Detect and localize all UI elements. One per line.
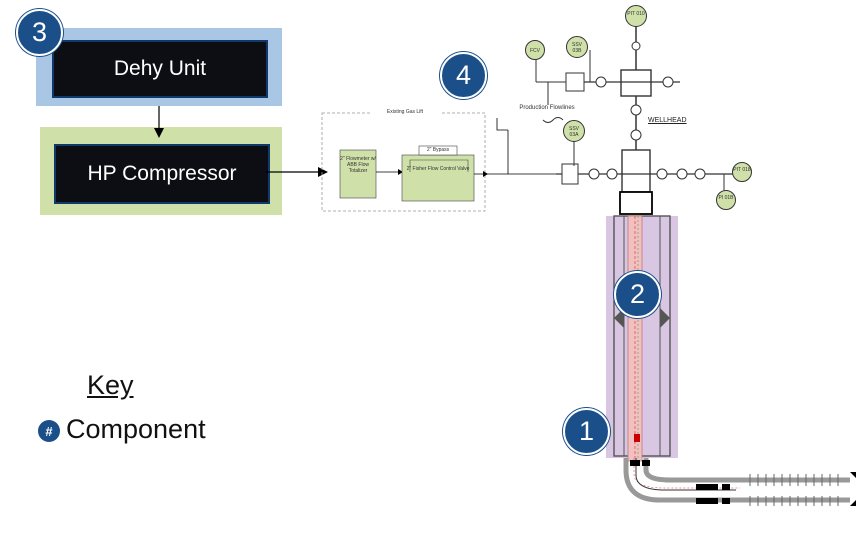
component-badge-1: 1 xyxy=(563,408,610,455)
wellhead-upper-cross xyxy=(620,69,652,97)
hp-compressor-label: HP Compressor xyxy=(87,162,237,185)
badge-number: 3 xyxy=(31,17,48,47)
lateral-tool-4 xyxy=(722,498,730,504)
key-marker-symbol: # xyxy=(45,423,53,439)
lower-valve-5 xyxy=(694,168,706,180)
downhole-tool-1 xyxy=(630,460,640,466)
upper-valve-2 xyxy=(662,76,674,88)
lateral-tool-2 xyxy=(696,498,718,504)
pi01b-label: PI 01B xyxy=(718,195,734,201)
wellhead-lower-cross xyxy=(621,149,651,193)
ssv03a-label: SSV 03A xyxy=(568,126,579,138)
pit010-label: PIT 010 xyxy=(627,11,645,17)
lateral-tool-1 xyxy=(696,484,718,490)
lateral-tool-3 xyxy=(722,484,730,490)
lateral-tubing xyxy=(635,458,736,491)
check-valve-symbol xyxy=(496,118,508,131)
gas-lift-title: Existing Gas Lift xyxy=(370,109,440,115)
lower-valve-2 xyxy=(606,168,618,180)
injection-arrowhead xyxy=(483,171,488,177)
pit018-label: PIT 018 xyxy=(733,167,751,173)
riser-valve-3 xyxy=(630,129,642,141)
lateral-guide-red xyxy=(633,458,740,489)
lateral-end-top xyxy=(850,472,856,478)
dehy-unit-box[interactable]: Dehy Unit xyxy=(52,40,268,98)
fisher-valve-box xyxy=(401,154,475,202)
bypass-line xyxy=(409,159,469,172)
ssv03a-instrument[interactable]: SSV 03A xyxy=(563,120,585,142)
pit010-instrument[interactable]: PIT 010 xyxy=(625,5,647,27)
upper-valve-1 xyxy=(595,76,607,88)
badge-number: 2 xyxy=(629,279,646,309)
hp-compressor-box[interactable]: HP Compressor xyxy=(54,144,270,204)
pit018-instrument[interactable]: PIT 018 xyxy=(732,162,752,182)
riser-valve-2 xyxy=(630,104,642,116)
bypass-label: 2" Bypass xyxy=(426,147,450,153)
lower-valve-1 xyxy=(588,168,600,180)
flowmeter-to-valve-arrowhead xyxy=(398,169,403,175)
key-component-label: Component xyxy=(66,414,206,444)
lower-valve-3 xyxy=(656,168,668,180)
dehy-unit-label: Dehy Unit xyxy=(113,57,207,80)
packer xyxy=(634,434,640,442)
production-flowlines-label: Production Flowlines xyxy=(519,105,575,111)
fcv-instrument[interactable]: FCV xyxy=(525,40,545,60)
component-badge-3: 3 xyxy=(16,9,63,56)
flowmeter-box xyxy=(339,149,377,199)
wellhead-label: WELLHEAD xyxy=(648,117,687,124)
lateral-inner xyxy=(643,458,850,483)
bypass-box xyxy=(418,145,458,156)
dehy-to-compressor-arrowhead xyxy=(154,128,164,138)
compressor-to-flowmeter-arrowhead xyxy=(318,167,328,177)
fcv-label: FCV xyxy=(530,48,540,54)
lateral-outer xyxy=(623,458,850,503)
badge-number: 1 xyxy=(578,416,595,446)
key-marker-badge: # xyxy=(38,420,60,442)
pi01b-instrument[interactable]: PI 01B xyxy=(716,190,736,210)
tubing-head xyxy=(619,191,653,215)
fisher-valve-label: 2" Fisher Flow Control Valve xyxy=(406,166,470,172)
downhole-tool-2 xyxy=(642,460,650,466)
key-title: Key xyxy=(87,370,134,400)
lateral-screen-top xyxy=(749,474,839,486)
lower-left-valve xyxy=(561,163,579,185)
ssv03b-label: SSV 03B xyxy=(571,42,582,54)
component-badge-2: 2 xyxy=(614,271,661,318)
component-badge-4: 4 xyxy=(440,52,487,99)
casing-shoe-right xyxy=(660,308,670,328)
production-flowlines-symbol xyxy=(542,117,564,123)
casing-shoe-left xyxy=(614,308,624,328)
lateral-end-bottom xyxy=(850,500,856,506)
upper-left-valve xyxy=(565,72,585,92)
flowmeter-label: 2" Flowmeter w/ ABB Flow Totalizer xyxy=(340,156,376,174)
lateral-screen-bottom xyxy=(749,496,839,506)
lower-valve-4 xyxy=(676,168,688,180)
riser-valve-1 xyxy=(631,41,641,51)
ssv03b-instrument[interactable]: SSV 03B xyxy=(566,36,588,58)
badge-number: 4 xyxy=(455,60,472,90)
